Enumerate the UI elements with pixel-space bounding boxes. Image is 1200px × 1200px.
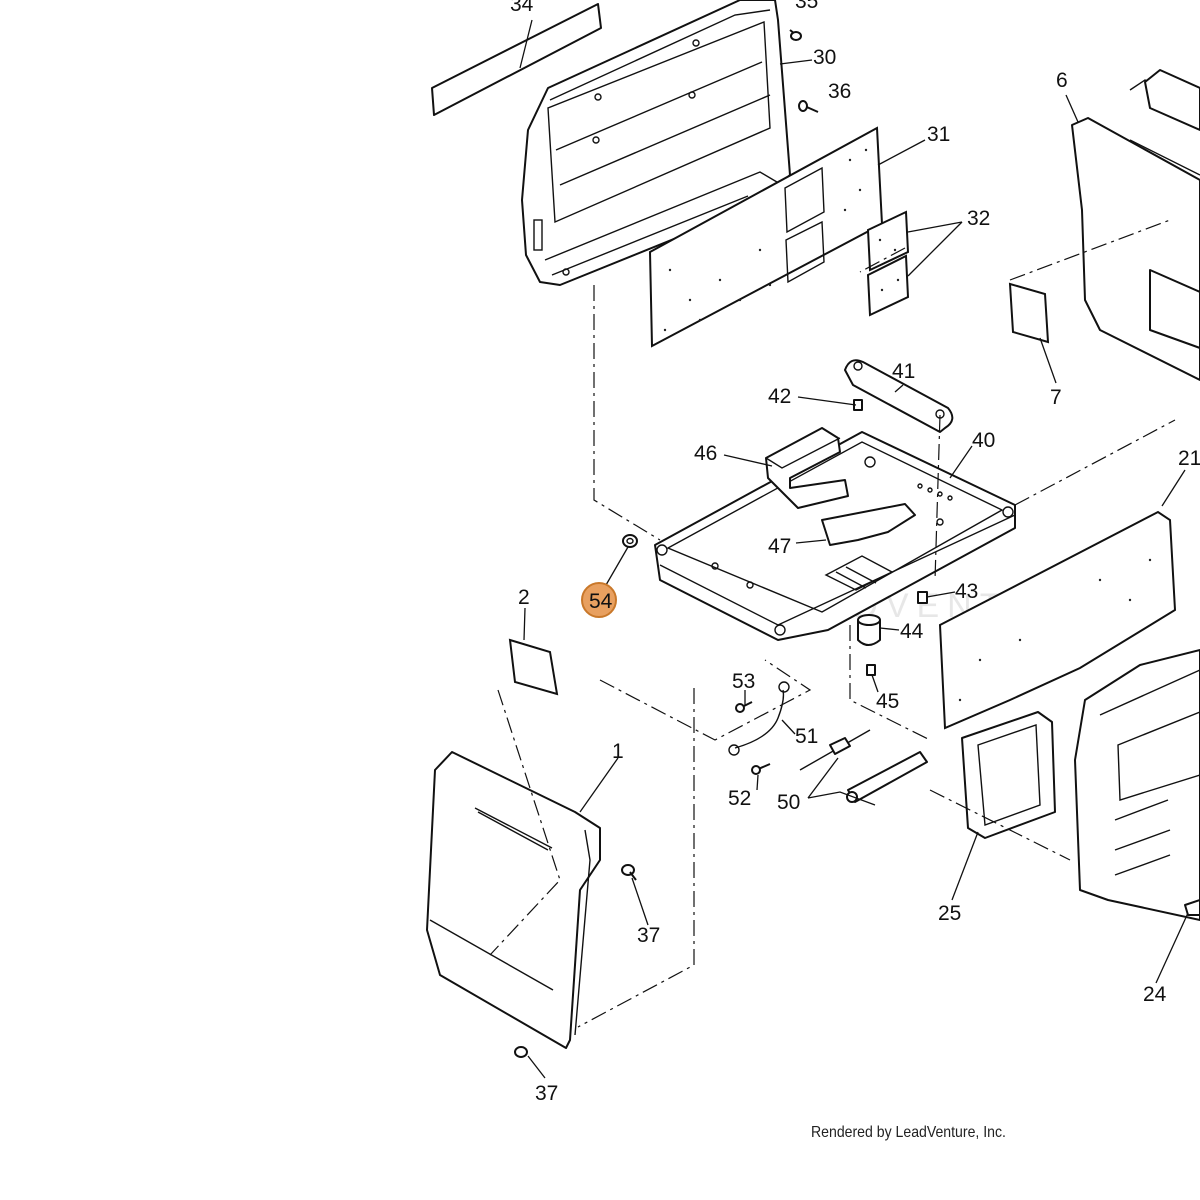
callout-45[interactable]: 45 <box>876 690 899 713</box>
part-35-screw[interactable] <box>789 29 802 41</box>
part-34-label-strip[interactable] <box>431 3 602 116</box>
part-43-screw[interactable] <box>917 591 928 604</box>
callout-53[interactable]: 53 <box>732 670 755 693</box>
callout-32[interactable]: 32 <box>967 207 990 230</box>
callout-43[interactable]: 43 <box>955 580 978 603</box>
part-53-screw[interactable] <box>735 701 753 713</box>
callout-labels: 34 35 30 36 31 32 6 7 41 42 40 46 21 47 … <box>510 0 1200 1105</box>
callout-41[interactable]: 41 <box>892 360 915 383</box>
callout-47[interactable]: 47 <box>768 535 791 558</box>
callout-1[interactable]: 1 <box>612 740 624 763</box>
part-32-foam-pads[interactable] <box>866 210 910 317</box>
part-41-bracket[interactable] <box>844 359 954 433</box>
callout-54[interactable]: 54 <box>589 590 613 613</box>
callout-35[interactable]: 35 <box>795 0 818 13</box>
assembly-lines <box>489 219 1176 1028</box>
callout-7[interactable]: 7 <box>1050 386 1062 409</box>
callout-6[interactable]: 6 <box>1056 69 1068 92</box>
callout-21[interactable]: 21 <box>1178 447 1200 470</box>
part-47-cushion[interactable] <box>821 503 916 546</box>
callout-51[interactable]: 51 <box>795 725 818 748</box>
callout-24[interactable]: 24 <box>1143 983 1167 1006</box>
part-21-foam-panel[interactable] <box>938 510 1177 730</box>
part-50-tool-set[interactable] <box>799 729 928 803</box>
part-46-cushion[interactable] <box>765 427 849 509</box>
part-36-screw[interactable] <box>798 100 819 113</box>
callout-42[interactable]: 42 <box>768 385 791 408</box>
part-54-nut[interactable] <box>622 534 638 548</box>
callout-36[interactable]: 36 <box>828 80 851 103</box>
housing-right-front <box>1074 649 1200 921</box>
leader-lines <box>519 19 1189 1079</box>
part-45-screw[interactable] <box>866 664 876 676</box>
render-credit: Rendered by LeadVenture, Inc. <box>811 1124 1006 1141</box>
callout-31[interactable]: 31 <box>927 123 950 146</box>
part-25-gasket[interactable] <box>961 711 1056 839</box>
part-37-screw-upper[interactable] <box>621 864 637 881</box>
part-51-ground-wire[interactable] <box>728 681 790 756</box>
part-52-screw[interactable] <box>751 763 771 775</box>
callout-50[interactable]: 50 <box>777 791 800 814</box>
callout-37-lower[interactable]: 37 <box>535 1082 558 1105</box>
part-37-screw-lower[interactable] <box>514 1046 528 1058</box>
callout-2[interactable]: 2 <box>518 586 530 609</box>
part-6-side-cover[interactable] <box>1071 69 1200 381</box>
part-1-front-cover[interactable] <box>426 751 601 1049</box>
part-24[interactable] <box>1184 899 1200 916</box>
part-7-pad[interactable] <box>1008 282 1050 344</box>
callout-40[interactable]: 40 <box>972 429 995 452</box>
part-44-rubber-mount[interactable] <box>857 614 881 646</box>
callout-44[interactable]: 44 <box>900 620 924 643</box>
callout-34[interactable]: 34 <box>510 0 534 16</box>
callout-37-upper[interactable]: 37 <box>637 924 660 947</box>
callout-30[interactable]: 30 <box>813 46 836 69</box>
part-2-pad[interactable] <box>508 638 559 696</box>
callout-54-highlight <box>581 582 617 618</box>
callout-25[interactable]: 25 <box>938 902 961 925</box>
callout-46[interactable]: 46 <box>694 442 717 465</box>
callout-52[interactable]: 52 <box>728 787 751 810</box>
